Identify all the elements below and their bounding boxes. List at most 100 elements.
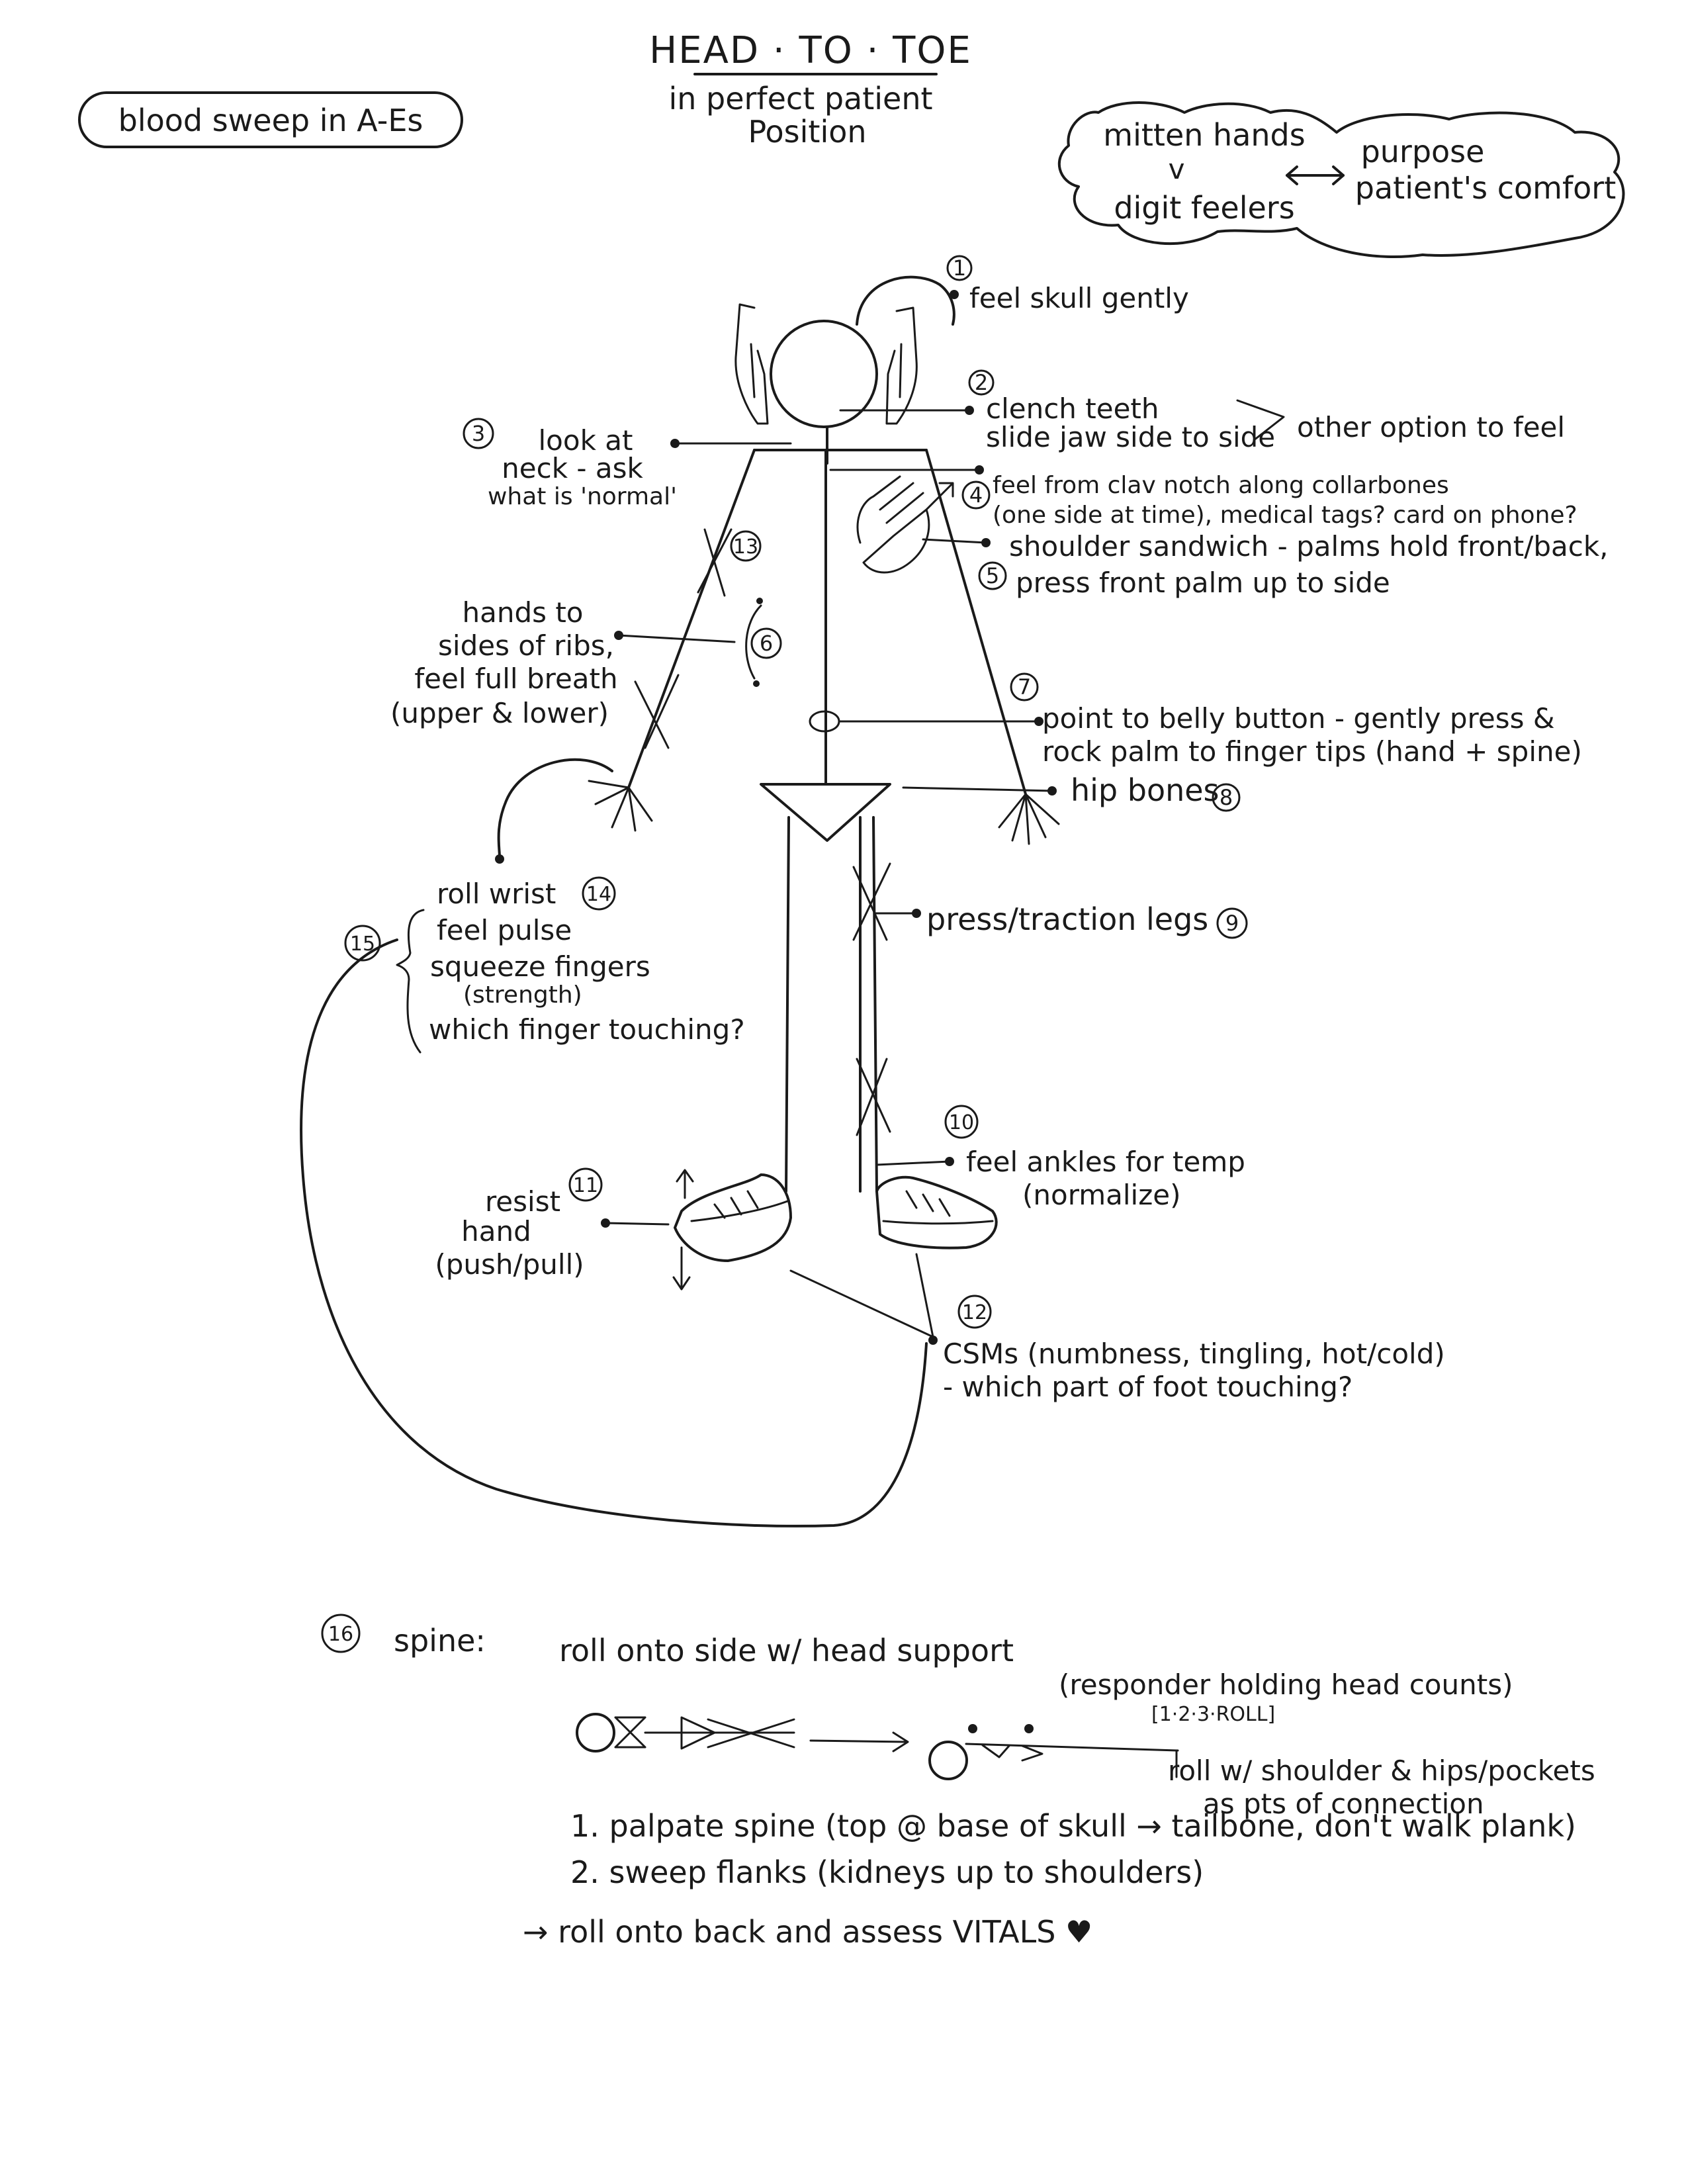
spine-item1: 1. palpate spine (top @ base of skull → … <box>570 1808 1576 1844</box>
left-shoe <box>674 1173 792 1262</box>
step-6-line4: (upper & lower) <box>390 697 609 729</box>
step-labels: feel skull gently clench teeth slide jaw… <box>390 282 1609 1403</box>
left-arm <box>627 449 756 789</box>
spine-final: → roll onto back and assess VITALS ♥ <box>523 1914 1092 1950</box>
step-15-line2: squeeze fingers <box>430 950 650 983</box>
svg-text:3: 3 <box>472 421 485 446</box>
double-arrow-icon <box>1286 165 1345 185</box>
right-leg-outer <box>872 816 878 1193</box>
cloud-bubble <box>1057 101 1625 259</box>
cloud-mitten-hands: mitten hands <box>1103 117 1305 153</box>
right-arrow-icon <box>809 1731 909 1752</box>
step-2-badge <box>968 369 995 396</box>
right-hand <box>998 793 1060 845</box>
step-9-badge <box>1216 907 1248 939</box>
step-1-badge <box>946 255 973 281</box>
svg-text:2: 2 <box>975 370 988 395</box>
leader-lines <box>300 290 1285 1527</box>
step-15-line3: (strength) <box>463 981 582 1009</box>
step-8-text: hip bones <box>1071 772 1220 808</box>
knee-marker <box>852 862 891 941</box>
step-numbers: 1 2 3 4 5 6 7 8 9 10 11 12 13 14 15 16 <box>321 255 1248 1653</box>
step-15-line1: feel pulse <box>437 914 572 946</box>
cloud-patient-comfort: patient's comfort <box>1355 170 1616 206</box>
left-hand <box>588 780 653 832</box>
right-hand-cup <box>885 306 918 425</box>
step-3-line2: neck - ask <box>502 452 643 484</box>
step-5-line2: press front palm up to side <box>1016 567 1390 599</box>
svg-text:8: 8 <box>1220 785 1233 810</box>
step-7-line1: point to belly button - gently press & <box>1042 702 1555 735</box>
svg-text:14: 14 <box>586 883 611 906</box>
spine-roll-with: roll w/ shoulder & hips/pockets <box>1168 1754 1595 1787</box>
left-hand-cup <box>734 303 769 425</box>
step-5-line1: shoulder sandwich - palms hold front/bac… <box>1009 530 1609 563</box>
step-16-badge <box>321 1614 361 1653</box>
step-2-note: other option to feel <box>1297 411 1565 443</box>
figure-head <box>770 320 878 428</box>
step-1-text: feel skull gently <box>969 282 1189 314</box>
step-11-line1: resist <box>485 1185 560 1218</box>
svg-text:7: 7 <box>1018 674 1031 700</box>
step-14-badge <box>582 876 616 911</box>
svg-text:5: 5 <box>986 563 999 588</box>
step-15-badge <box>344 925 381 962</box>
right-shoe <box>875 1175 998 1250</box>
step-6-line3: feel full breath <box>414 662 617 695</box>
blood-sweep-label: blood sweep in A-Es <box>118 103 423 138</box>
step-8-badge <box>1212 783 1241 812</box>
step-7-badge <box>1010 672 1039 702</box>
blood-sweep-bubble <box>78 91 463 148</box>
step-5-badge <box>978 561 1007 590</box>
elbow-marker <box>697 528 732 597</box>
step-13-badge <box>730 530 762 562</box>
spine-count-call: [1·2·3·ROLL] <box>1151 1703 1275 1726</box>
left-leg-outer <box>785 816 790 1193</box>
svg-text:10: 10 <box>949 1111 974 1134</box>
spine-label: spine: <box>394 1623 486 1659</box>
hand-on-chest <box>856 475 930 574</box>
spine-item2: 2. sweep flanks (kidneys up to shoulders… <box>570 1854 1204 1890</box>
step-10-badge <box>944 1105 979 1139</box>
step-10-line1: feel ankles for temp <box>966 1146 1245 1178</box>
step-12-badge <box>957 1295 992 1329</box>
rolled-figure-icon <box>928 1724 1179 1780</box>
svg-text:15: 15 <box>350 933 375 956</box>
step-3-badge <box>463 418 494 449</box>
cloud-versus: v <box>1169 153 1185 185</box>
pelvis <box>760 783 891 842</box>
subtitle-line1: in perfect patient <box>668 81 932 116</box>
spine-section: spine: roll onto side w/ head support (r… <box>394 1623 1595 1950</box>
step-4-line2: (one side at time), medical tags? card o… <box>993 502 1577 529</box>
step-3-line3: what is 'normal' <box>488 483 677 510</box>
step-2-line2: slide jaw side to side <box>986 421 1275 453</box>
svg-text:11: 11 <box>573 1174 598 1197</box>
svg-text:9: 9 <box>1225 911 1239 936</box>
spine-points: as pts of connection <box>1203 1788 1484 1820</box>
svg-text:6: 6 <box>760 631 773 656</box>
step-6-badge <box>750 627 782 659</box>
svg-text:16: 16 <box>328 1623 353 1646</box>
lying-figure-icon <box>576 1713 795 1752</box>
step-7-line2: rock palm to finger tips (hand + spine) <box>1042 735 1582 768</box>
step-12-line2: - which part of foot touching? <box>943 1371 1353 1403</box>
svg-text:13: 13 <box>733 535 758 559</box>
svg-text:4: 4 <box>969 482 983 508</box>
step-14-text: roll wrist <box>437 878 556 910</box>
step-11-line2: hand <box>461 1215 531 1248</box>
skull-arc <box>856 275 955 326</box>
step-6-line2: sides of ribs, <box>438 629 614 662</box>
right-arm <box>925 449 1027 796</box>
step-4-badge <box>961 480 991 510</box>
step-11-badge <box>568 1167 603 1202</box>
stick-figure <box>588 275 1060 1262</box>
step-4-line1: feel from clav notch along collarbones <box>993 472 1449 499</box>
step-10-line2: (normalize) <box>1022 1179 1181 1211</box>
step-15-line4: which finger touching? <box>429 1013 745 1046</box>
step-6-line1: hands to <box>462 596 583 629</box>
subtitle-line2: Position <box>748 114 866 150</box>
belly-button <box>809 710 840 733</box>
step-3-line1: look at <box>539 424 633 457</box>
step-11-line3: (push/pull) <box>435 1248 584 1281</box>
